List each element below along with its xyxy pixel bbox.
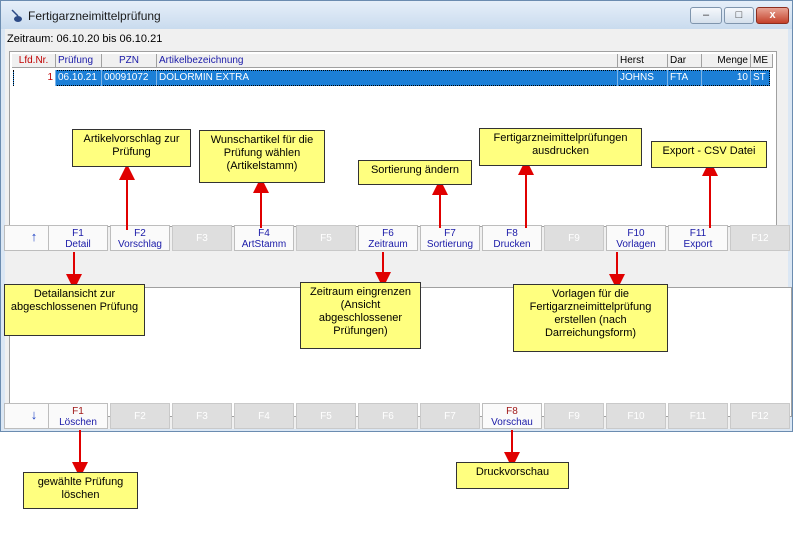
callout-sortierung: Sortierung ändern [358,160,472,185]
callout-vorschau: Druckvorschau [456,462,569,489]
callout-artikelvorschlag: Artikelvorschlag zur Prüfung [72,129,191,167]
fkey-f9-button[interactable]: F9 [544,225,604,251]
table-cell[interactable]: DOLORMIN EXTRA [157,70,618,86]
column-header-lfdnr[interactable]: Lfd.Nr. [12,54,56,68]
fkey-f12-button[interactable]: F12 [730,225,790,251]
table-row[interactable] [13,70,770,86]
callout-drucken: Fertigarzneimittelprüfungen ausdrucken [479,128,642,166]
window-title: Fertigarzneimittelprüfung [28,9,161,23]
fkey-f3-button[interactable]: F3 [172,403,232,429]
column-header-artikel[interactable]: Artikelbezeichnung [157,54,618,68]
column-header-dar[interactable]: Dar [668,54,702,68]
callout-wunschartikel: Wunschartikel für die Prüfung wählen (Ar… [199,130,325,183]
table-cell[interactable]: 10 [702,70,751,86]
fkey-f11-button[interactable]: F11 [668,403,728,429]
close-button[interactable]: x [756,7,789,24]
minimize-icon: – [702,9,710,21]
close-icon: x [769,9,776,21]
column-header-pruefung[interactable]: Prüfung [56,54,102,68]
title-bar[interactable]: Fertigarzneimittelprüfung – □ x [1,1,792,29]
fkey-f10-button[interactable]: F10 [606,403,666,429]
fkey-f6-button[interactable]: F6 [358,403,418,429]
callout-loeschen: gewählte Prüfung löschen [23,472,138,509]
maximize-icon: □ [735,9,743,21]
maximize-button[interactable]: □ [724,7,754,24]
callout-zeitraum: Zeitraum eingrenzen (Ansicht abgeschloss… [300,282,421,349]
zeitraum-label: Zeitraum: 06.10.20 bis 06.10.21 [7,33,163,45]
table-cell[interactable]: 00091072 [102,70,157,86]
column-header-herst[interactable]: Herst [618,54,668,68]
column-header-pzn[interactable]: PZN [102,54,157,68]
arrow-up-icon: ↑ [30,229,38,244]
fkey-f7-button[interactable]: F7 [420,403,480,429]
fkey-f5-button[interactable]: F5 [296,225,356,251]
fkey-f3-button[interactable]: F3 [172,225,232,251]
table-cell[interactable]: JOHNS [618,70,668,86]
callout-detail: Detailansicht zur abgeschlossenen Prüfun… [4,284,145,336]
callout-vorlagen: Vorlagen für die Fertigarzneimittelprüfu… [513,284,668,352]
fkey-f4-button[interactable]: F4 [234,403,294,429]
fkey-f12-button[interactable]: F12 [730,403,790,429]
minimize-button[interactable]: – [690,7,722,24]
table-cell[interactable]: ST [753,72,766,83]
table-cell[interactable]: 1 [14,70,56,86]
fkey-f9-button[interactable]: F9 [544,403,604,429]
table-cell[interactable]: FTA [668,70,702,86]
app-icon [11,9,22,22]
arrow-down-icon: ↓ [30,407,38,422]
column-header-menge[interactable]: Menge [702,54,751,68]
callout-export: Export - CSV Datei [651,141,767,168]
column-header-me[interactable]: ME [751,54,773,68]
fkey-f5-button[interactable]: F5 [296,403,356,429]
fkey-f2-button[interactable]: F2 [110,403,170,429]
main-window: Fertigarzneimittelprüfung – □ x Zeitraum… [0,0,793,432]
table-cell[interactable]: 06.10.21 [56,70,102,86]
